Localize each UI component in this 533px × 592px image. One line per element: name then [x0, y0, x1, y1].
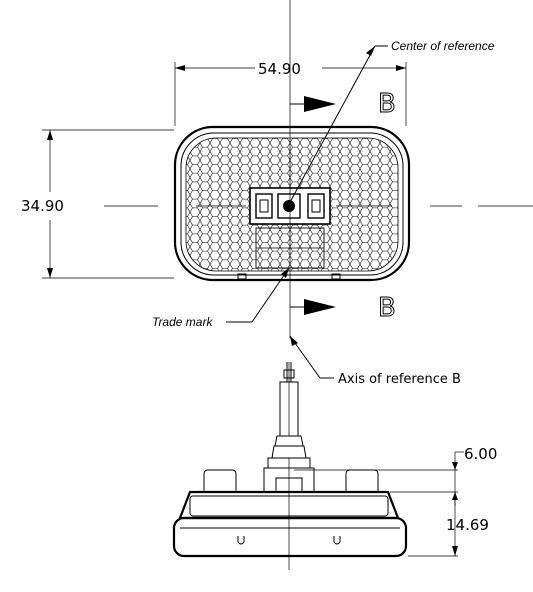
lamp-front-view	[173, 125, 411, 282]
side-depth-dimension: 14.69	[408, 492, 489, 557]
lamp-inner-rim	[180, 132, 404, 276]
width-dimension: 54.90	[174, 60, 407, 126]
height-dimension: 34.90	[21, 129, 174, 279]
section-label-top: B	[378, 89, 396, 119]
lamp-outer-housing	[173, 125, 411, 282]
center-lines	[104, 0, 533, 338]
section-marker-top: B	[290, 89, 396, 120]
width-dimension-text: 54.90	[258, 60, 301, 78]
side-depth-dimension-text: 14.69	[446, 516, 489, 534]
axis-of-reference-label: Axis of reference B	[338, 372, 461, 387]
lamp-side-view	[172, 362, 408, 570]
axis-of-reference-callout: Axis of reference B	[289, 335, 461, 387]
top-offset-dimension-text: 6.00	[464, 445, 497, 463]
center-of-reference-point	[283, 200, 295, 212]
section-marker-bottom: B	[290, 293, 396, 324]
height-dimension-text: 34.90	[21, 197, 64, 215]
center-of-reference-label: Center of reference	[391, 39, 495, 53]
trade-mark-label: Trade mark	[152, 315, 213, 329]
trade-mark-callout: Trade mark	[152, 267, 290, 329]
section-label-bottom: B	[378, 293, 396, 323]
top-offset-dimension: 6.00	[294, 445, 497, 506]
center-of-reference-callout: Center of reference	[288, 39, 495, 205]
